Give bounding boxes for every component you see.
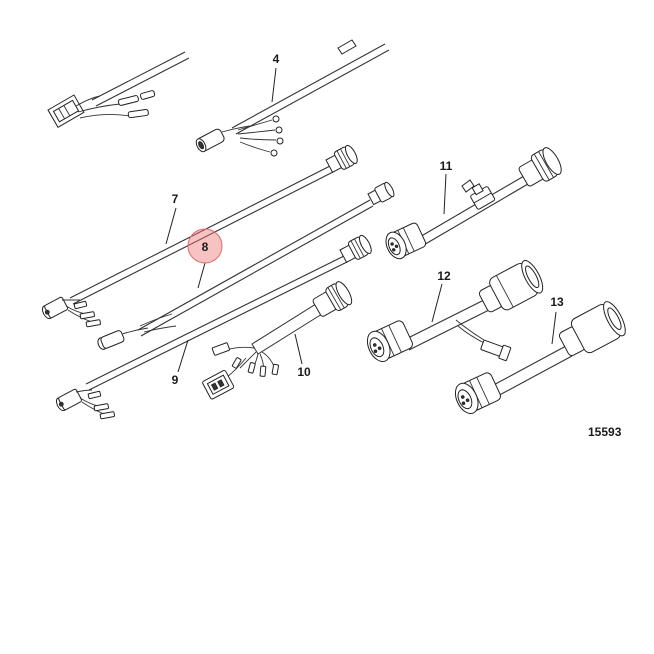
leader-4 (271, 67, 277, 103)
harness-part-9 (55, 234, 372, 420)
leader-13 (551, 311, 557, 345)
callout-8[interactable]: 8 (202, 240, 209, 254)
leader-12 (431, 283, 443, 323)
harness-part-7 (41, 144, 358, 328)
callout-9[interactable]: 9 (172, 373, 179, 387)
harness-part-4 (195, 39, 390, 157)
leader-8 (197, 262, 206, 289)
callout-12[interactable]: 12 (437, 269, 451, 283)
harness-top-left (47, 51, 190, 129)
leader-10 (294, 333, 303, 365)
callout-11[interactable]: 11 (440, 159, 453, 173)
leader-9 (177, 339, 189, 373)
callout-13[interactable]: 13 (550, 295, 564, 309)
callout-7[interactable]: 7 (172, 192, 179, 206)
callout-10[interactable]: 10 (297, 365, 311, 379)
harness-part-11 (385, 147, 562, 260)
harness-part-12 (366, 260, 544, 363)
callout-8-highlight (187, 228, 223, 264)
harness-part-13 (454, 301, 626, 415)
leader-11 (443, 173, 447, 215)
callout-4[interactable]: 4 (273, 52, 280, 66)
harness-part-8 (97, 181, 395, 350)
leader-7 (165, 207, 177, 245)
figure-number: 15593 (588, 425, 622, 439)
harness-part-10 (202, 281, 353, 400)
